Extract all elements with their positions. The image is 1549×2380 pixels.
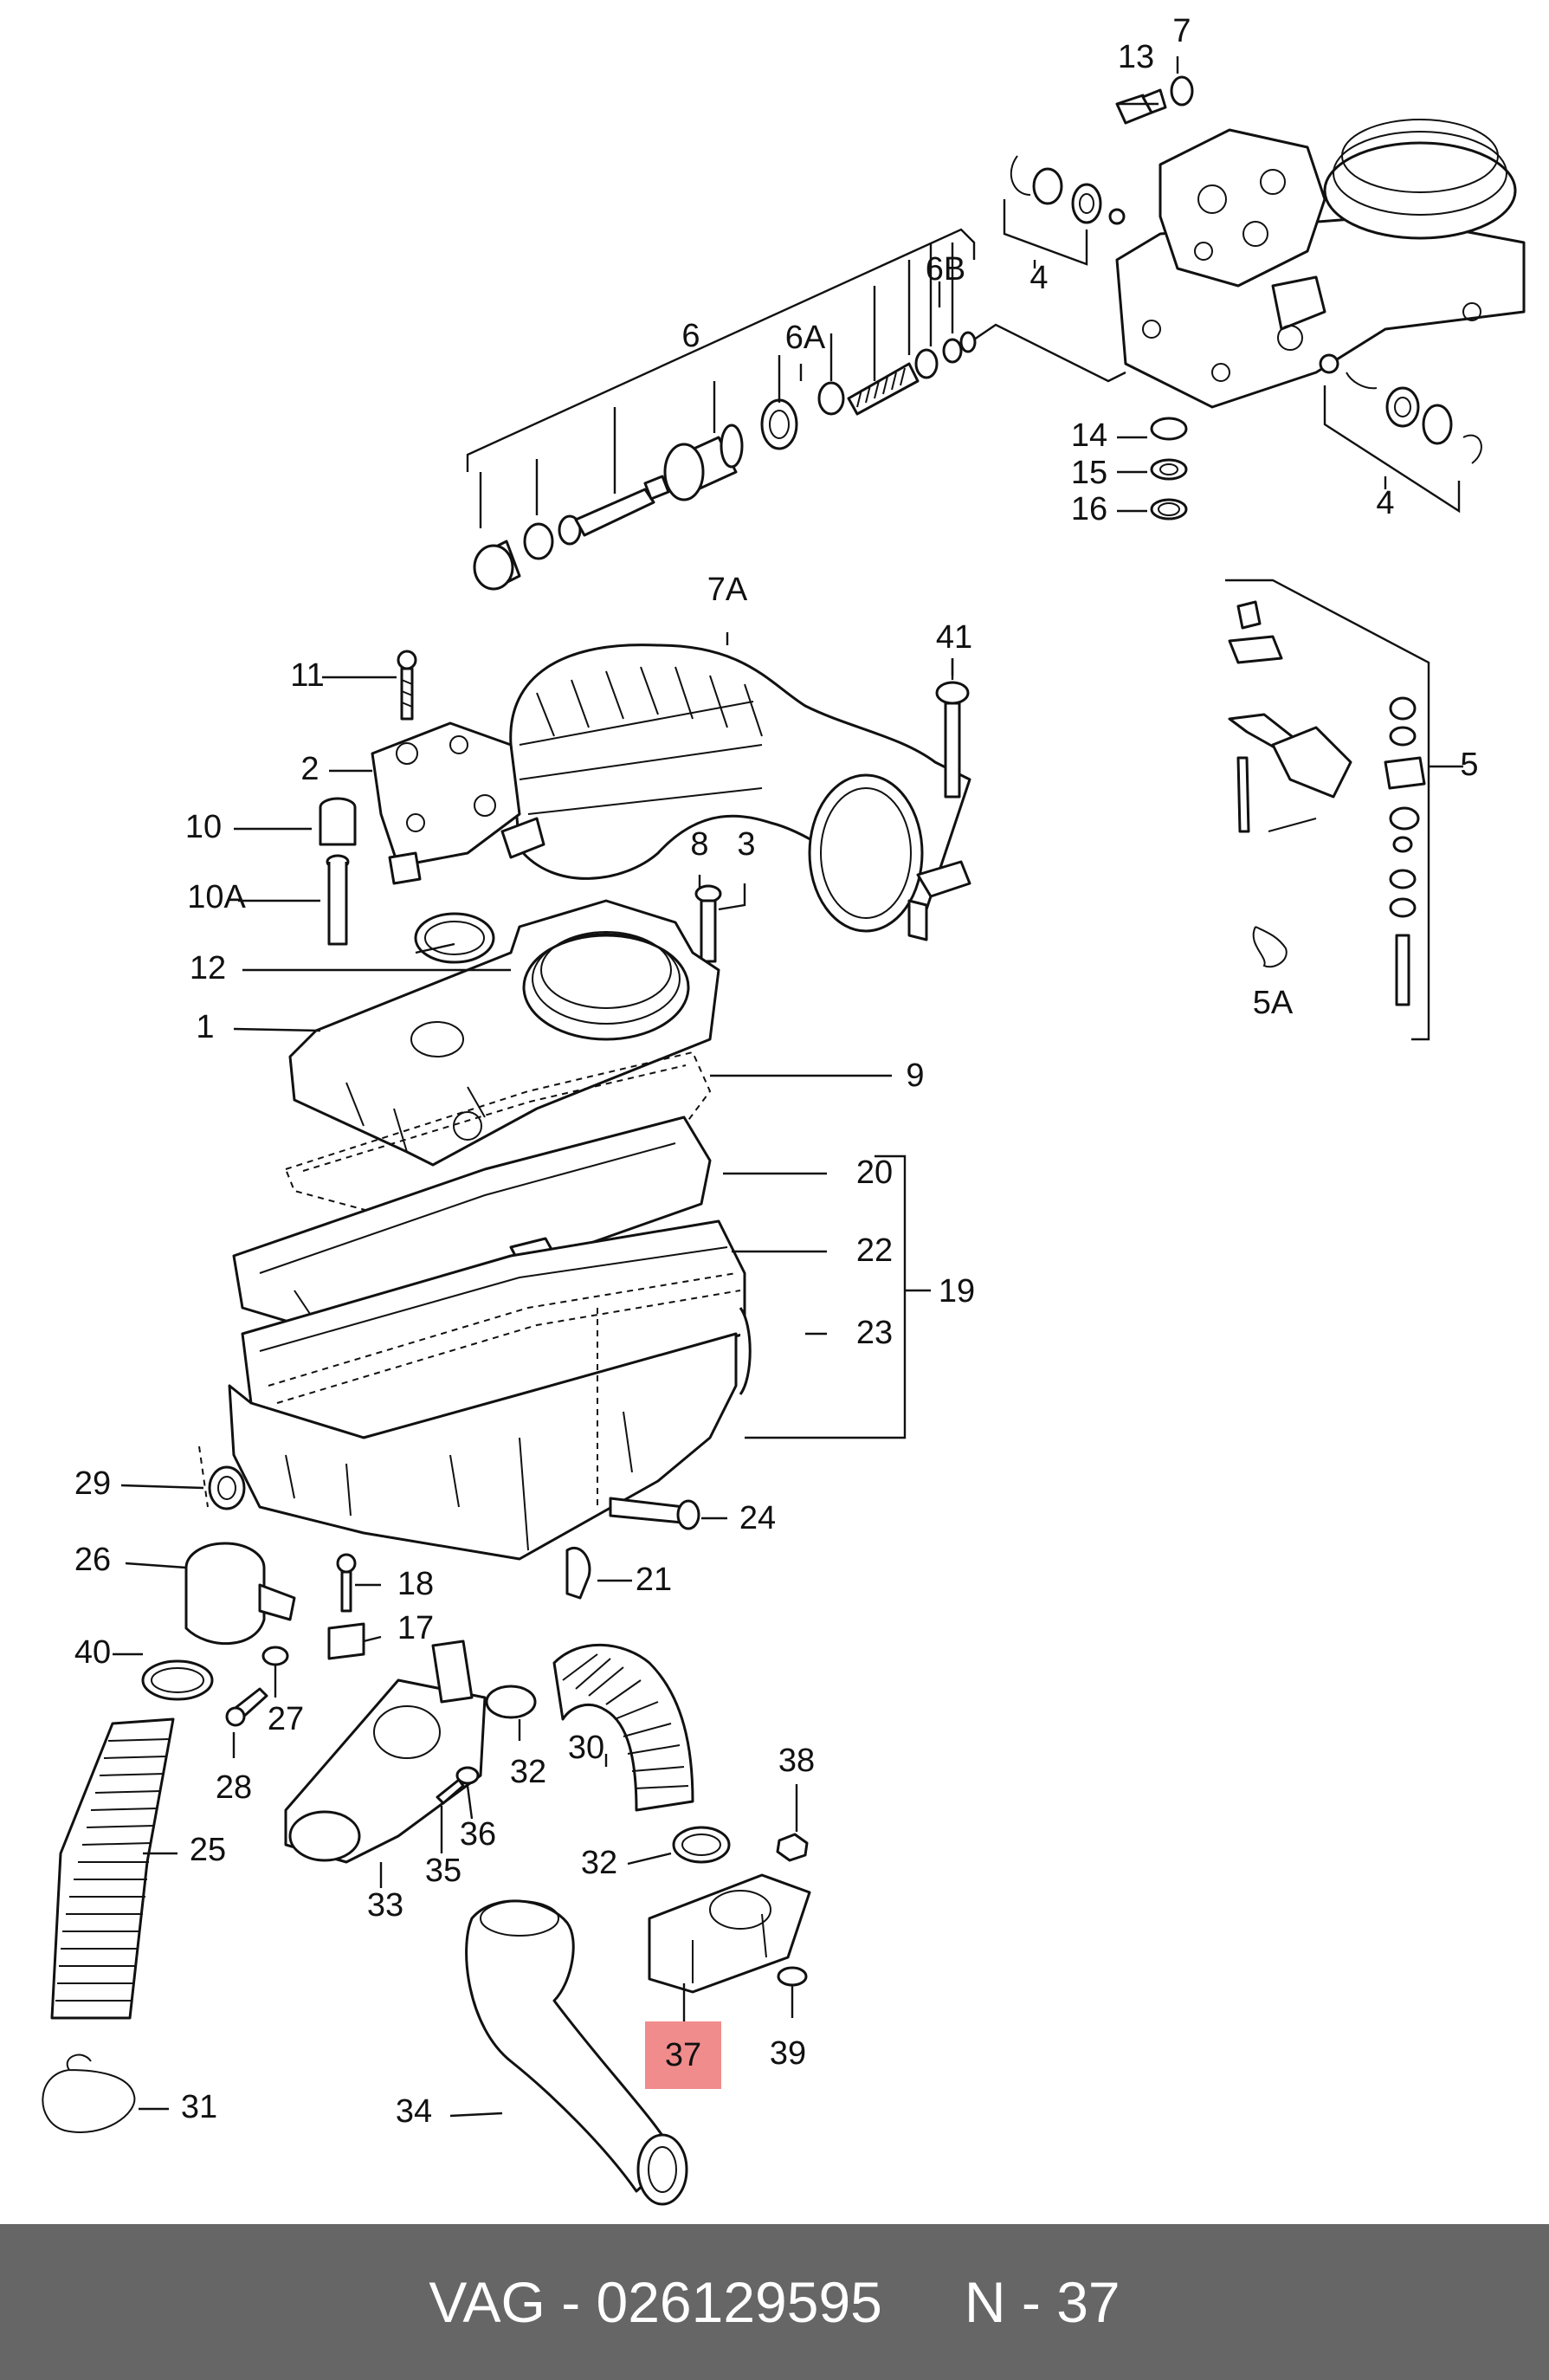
bellows-hose-25: [50, 1717, 175, 2020]
part-label: 4: [1376, 485, 1394, 521]
part-label: 13: [1118, 39, 1154, 75]
part-label: 39: [770, 2035, 806, 2072]
clamp-32-lower: [672, 1826, 731, 1864]
part-33: [284, 1639, 487, 1864]
footer-separator-2: -: [1021, 2270, 1041, 2334]
part-label: 17: [397, 1610, 434, 1646]
part-label: 19: [939, 1273, 975, 1310]
part-label: 6B: [926, 251, 965, 288]
highlight-marker: [645, 2021, 721, 2089]
part-label: 22: [856, 1232, 893, 1269]
part-label: 9: [906, 1057, 924, 1094]
seal-set-4-left: [1003, 155, 1126, 266]
part-label: 7A: [707, 572, 748, 608]
exploded-parts-diagram: 13 7 4 6B 6 6A 14 15 16 4 7A 41 11 5 2 1…: [42, 13, 1526, 2206]
washer-27-screw-28: [225, 1646, 289, 1727]
part-label: 5A: [1253, 985, 1294, 1021]
part-label: 38: [778, 1743, 815, 1779]
part-label: 32: [581, 1845, 617, 1881]
part-label: 31: [181, 2089, 217, 2125]
highlighted-part-label: 37: [664, 2036, 702, 2073]
cap-41: [935, 658, 970, 799]
part-label: 40: [74, 1634, 111, 1671]
screw-8: [694, 884, 722, 963]
throttle-body-assembly: [1115, 119, 1526, 409]
part-label: 23: [856, 1315, 893, 1351]
part-label: 5: [1460, 747, 1478, 783]
part-label: 6: [681, 318, 700, 354]
part-label: 14: [1071, 417, 1107, 454]
part-label: 24: [739, 1500, 776, 1536]
ring-31: [42, 2053, 136, 2133]
part-label: 11: [290, 657, 324, 694]
part-label: 30: [568, 1730, 604, 1766]
clip-21: [565, 1547, 591, 1600]
part-label: 10: [185, 809, 222, 845]
parts-10-10A: [319, 797, 357, 946]
part-label: 34: [396, 2093, 432, 2130]
part-label: 41: [936, 619, 972, 656]
part-label: 16: [1071, 491, 1107, 527]
part-label: 33: [367, 1887, 403, 1924]
fastener-13-7: [1115, 75, 1194, 125]
footer-separator: -: [561, 2270, 581, 2334]
clamp-40: [141, 1659, 214, 1701]
kit-5: [1225, 579, 1430, 1041]
upper-housing-1: [288, 899, 720, 1167]
bracket-37: [648, 1873, 811, 1994]
screw-11-and-part-2: [371, 650, 545, 885]
part-number: 026129595: [596, 2270, 882, 2334]
part-label: 18: [397, 1566, 434, 1602]
part-label: 29: [74, 1465, 111, 1502]
plug-29: [198, 1445, 246, 1510]
position-number: 37: [1056, 2270, 1120, 2334]
washers-14-15-16: [1117, 417, 1188, 521]
bolt-24: [597, 1308, 700, 1530]
part-label: 25: [190, 1832, 226, 1868]
part-label: 26: [74, 1542, 111, 1578]
position-prefix: N: [964, 2270, 1006, 2334]
part-label: 6A: [785, 320, 826, 356]
part-label: 8: [690, 826, 708, 863]
seal-ring-12: [414, 912, 495, 964]
screw-18-bracket-17: [327, 1553, 365, 1660]
pipe-34: [465, 1899, 688, 2206]
clip-5A: [1252, 926, 1288, 968]
part-info-footer: VAG - 026129595 N - 37: [0, 2224, 1549, 2380]
clamp-32-washer-36-screw-35: [436, 1685, 537, 1805]
part-label: 10A: [187, 879, 246, 915]
leader-lines: [113, 56, 1463, 2118]
part-label: 28: [216, 1769, 252, 1806]
valve-assembly-6: [466, 228, 1126, 591]
part-label: 20: [856, 1154, 893, 1191]
brand-name: VAG: [429, 2270, 545, 2334]
part-label: 7: [1172, 13, 1191, 49]
part-label: 3: [737, 826, 755, 863]
part-label: 35: [425, 1853, 461, 1889]
part-label: 12: [190, 950, 226, 986]
part-label: 32: [510, 1754, 546, 1790]
intake-duct-7A: [509, 644, 971, 941]
part-label: 21: [636, 1562, 672, 1598]
connector-26: [184, 1542, 296, 1646]
part-label: 2: [300, 751, 319, 787]
part-label: 4: [1029, 260, 1048, 296]
part-label: 27: [268, 1701, 304, 1737]
part-label: 15: [1071, 455, 1107, 491]
part-label: 36: [460, 1816, 496, 1853]
seal-set-4-right: [1319, 353, 1482, 514]
part-label: 1: [196, 1009, 214, 1045]
part-labels: 13 7 4 6B 6 6A 14 15 16 4 7A 41 11 5 2 1…: [74, 13, 1479, 2130]
hose-30: [552, 1643, 694, 1812]
